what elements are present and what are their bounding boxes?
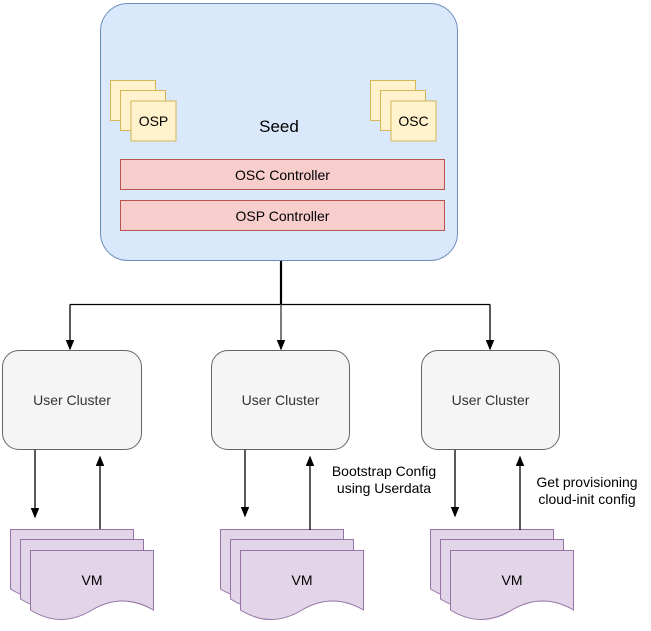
osc-note-stack: OSC (370, 80, 437, 142)
seed-label: Seed (259, 117, 299, 136)
vm-stack-shapes (220, 529, 364, 620)
osp-label: OSP (138, 113, 169, 129)
user-cluster-node-2: User Cluster (211, 350, 350, 450)
vm-label: VM (291, 572, 313, 588)
annotation-get-provisioning: Get provisioning cloud-init config (536, 474, 638, 507)
osp-stack-shapes (110, 80, 177, 142)
osc-label: OSC (398, 113, 429, 129)
note-sheet-front (390, 100, 437, 142)
user-cluster-node-1: User Cluster (2, 350, 142, 450)
osc-stack-shapes (370, 80, 437, 142)
osp-controller-bar: OSP Controller (120, 200, 445, 231)
vm-document-front (450, 550, 574, 620)
vm-label: VM (81, 572, 103, 588)
vm-label: VM (501, 572, 523, 588)
osc-controller-bar: OSC Controller (120, 159, 445, 190)
user-cluster-node-3: User Cluster (421, 350, 560, 450)
vm-document-front (240, 550, 364, 620)
note-sheet-front (130, 100, 177, 142)
vm-stack-2: VM (220, 529, 366, 631)
annotation-bootstrap-config: Bootstrap Config using Userdata (331, 463, 437, 496)
vm-stack-shapes (10, 529, 154, 620)
vm-document-front (30, 550, 154, 620)
osp-note-stack: OSP (110, 80, 177, 142)
vm-stack-1: VM (10, 529, 156, 631)
vm-stack-shapes (430, 529, 574, 620)
vm-stack-3: VM (430, 529, 576, 631)
